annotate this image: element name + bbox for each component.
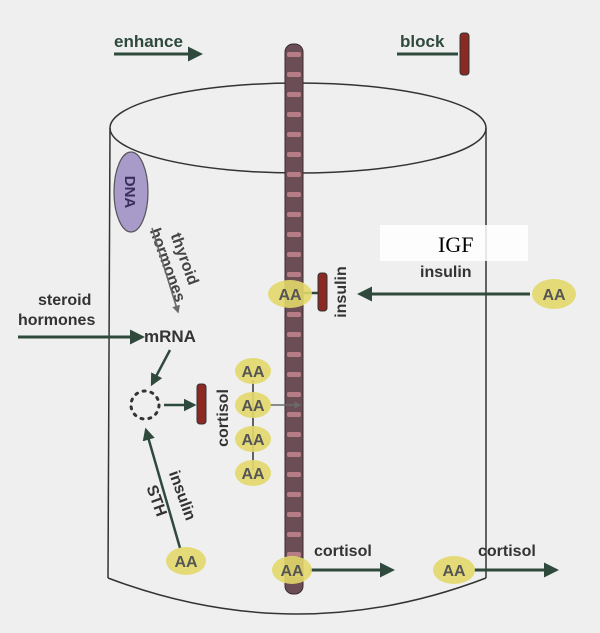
dna-node: DNA (113, 151, 149, 233)
aa-blob (433, 556, 475, 584)
strand-band (287, 552, 301, 557)
aa-node-strand-bottom: AA (272, 556, 312, 584)
strand-band (287, 472, 301, 477)
igf-label-bg (380, 225, 528, 261)
strand-band (287, 412, 301, 417)
strand-band (287, 352, 301, 357)
strand-band (287, 432, 301, 437)
insulin-vertical-label: insulin (333, 266, 350, 318)
strand-band (287, 452, 301, 457)
legend-block-bar (459, 32, 470, 76)
aa-blob (235, 358, 271, 384)
sth-label: STH (142, 483, 169, 519)
aa-blob (235, 426, 271, 452)
strand-band (287, 332, 301, 337)
aa-label: AA (241, 466, 265, 483)
dna-to-mrna-arrow (151, 227, 180, 314)
igf-label: IGF (438, 232, 473, 257)
vertical-strand (284, 43, 304, 595)
strand-band (287, 152, 301, 157)
strand-band (287, 52, 301, 57)
strand-band (287, 272, 301, 277)
strand-band (287, 232, 301, 237)
strand-band (287, 72, 301, 77)
aa-blob (272, 556, 312, 584)
strand-band (287, 212, 301, 217)
cortisol-bottom-mid-label: cortisol (314, 543, 372, 560)
aa-blob (235, 392, 271, 418)
mrna-to-ribosome-arrow (150, 349, 172, 387)
thyroid-hormones: thyroid hormones (146, 226, 201, 305)
insulin-sth-labels: insulin STH (142, 469, 198, 523)
aa-label: AA (542, 287, 566, 304)
dna-blob (113, 151, 149, 233)
strand-block-bar (317, 272, 328, 312)
steroid-label-line2: hormones (18, 312, 95, 329)
legend: enhance block (114, 32, 470, 76)
aa-blob (235, 460, 271, 486)
strand-band (287, 372, 301, 377)
legend-enhance-label: enhance (114, 32, 183, 51)
strand-band (287, 392, 301, 397)
strand-band (287, 312, 301, 317)
mrna-label: mRNA (144, 327, 196, 346)
aa-chain-node-1: AA (235, 358, 271, 384)
strand-rod (284, 43, 304, 595)
ribosome-dotted (129, 389, 161, 421)
aa-node-lower-left: AA (166, 547, 206, 575)
aa-node-bottom-right: AA (433, 556, 475, 584)
aa-chain-node-3: AA (235, 426, 271, 452)
aa-label: AA (280, 563, 304, 580)
aa-label: AA (241, 398, 265, 415)
aa-chain-node-2: AA (235, 392, 271, 418)
aa-to-ribosome-arrow (142, 427, 182, 549)
cortisol-bottom-right-label: cortisol (478, 543, 536, 560)
strand-band (287, 132, 301, 137)
aa-node-right: AA (532, 279, 576, 309)
strand-band (287, 172, 301, 177)
steroid-label-line1: steroid (38, 292, 91, 309)
strand-band (287, 492, 301, 497)
aa-node-strand-upper: AA (268, 280, 312, 308)
cortisol-vertical-label: cortisol (215, 389, 232, 447)
aa-label: AA (442, 563, 466, 580)
strand-band (287, 92, 301, 97)
strand-band (287, 192, 301, 197)
aa-label: AA (241, 364, 265, 381)
strand-band (287, 532, 301, 537)
insulin-right-label: insulin (420, 264, 472, 281)
legend-block-label: block (400, 32, 445, 51)
aa-blob (166, 547, 206, 575)
strand-band (287, 252, 301, 257)
strand-band (287, 112, 301, 117)
cylinder-left-wall (107, 127, 111, 579)
ribosome-block-bar (196, 383, 207, 425)
aa-blob (268, 280, 312, 308)
aa-label: AA (174, 554, 198, 571)
cylinder-bottom-arc (107, 577, 487, 615)
dna-label: DNA (121, 176, 138, 209)
aa-blob (532, 279, 576, 309)
aa-chain-node-4: AA (235, 460, 271, 486)
aa-label: AA (278, 287, 302, 304)
strand-band (287, 512, 301, 517)
aa-label: AA (241, 432, 265, 449)
